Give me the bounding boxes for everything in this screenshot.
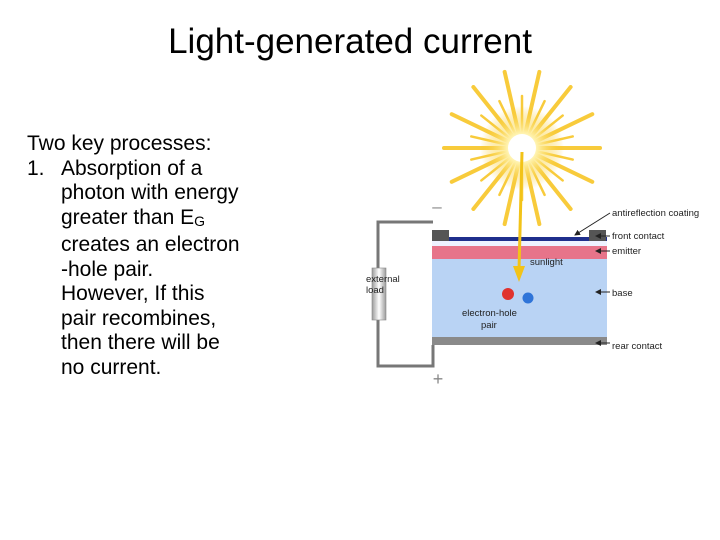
label-base: base <box>612 288 633 299</box>
hole-particle <box>522 292 534 304</box>
body-text: Two key processes: 1. Absorption of a ph… <box>27 132 287 380</box>
list-line: photon with energy <box>61 181 239 204</box>
list-line: creates an electron <box>61 233 240 256</box>
list-line-with-subscript: greater than EG <box>61 206 287 234</box>
list-line: Absorption of a <box>61 156 203 180</box>
label-pair: pair <box>481 320 497 331</box>
external-load-resistor <box>371 267 387 321</box>
list-line: no current. <box>61 355 162 379</box>
energy-gap-subscript: G <box>194 212 205 229</box>
plus-sign: + <box>433 369 444 389</box>
sun-icon <box>442 69 602 227</box>
electron-particle <box>502 288 514 300</box>
list-line: -hole pair. <box>61 257 154 281</box>
front-contact-left <box>432 230 449 241</box>
label-sunlight: sunlight <box>530 257 563 268</box>
page-title: Light-generated current <box>168 22 532 61</box>
label-external: external <box>366 274 400 285</box>
list-item: 1. Absorption of a photon with energy gr… <box>27 157 287 381</box>
list-number: 1. <box>27 156 45 180</box>
list-line: pair recombines, <box>61 306 217 330</box>
minus-sign: – <box>432 197 442 216</box>
list-line: However, If this <box>61 282 205 305</box>
photon-path <box>517 151 524 271</box>
label-front-contact: front contact <box>612 231 665 242</box>
intro-text: Two key processes: <box>27 132 212 155</box>
photon-arrow-icon <box>513 266 525 282</box>
pointer-antireflection <box>574 212 611 236</box>
label-electron-hole: electron-hole <box>462 308 517 319</box>
label-emitter: emitter <box>612 246 641 257</box>
label-load: load <box>366 285 384 296</box>
list-line-text: greater than E <box>61 205 195 229</box>
rear-contact-layer <box>432 337 607 345</box>
circuit-wires <box>376 220 435 368</box>
list-line: then there will be <box>61 331 220 354</box>
label-rear-contact: rear contact <box>612 341 663 352</box>
label-antireflection: antireflection coating <box>612 208 699 219</box>
